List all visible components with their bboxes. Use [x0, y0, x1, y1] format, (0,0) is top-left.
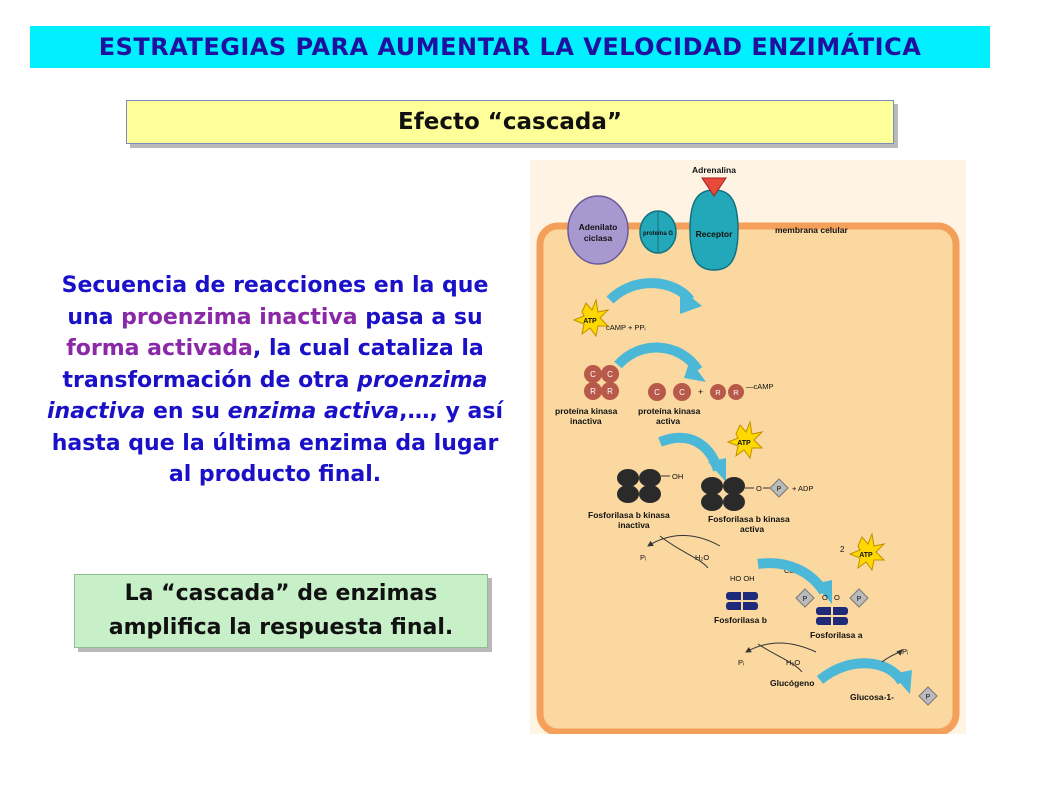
svg-text:P: P	[803, 596, 808, 603]
adrenalina-label: Adrenalina	[692, 165, 736, 175]
pk-activa: C C	[648, 383, 691, 401]
fbk-activa-label-1: Fosforilasa b kinasa	[708, 514, 790, 524]
adenilato-label-2: ciclasa	[584, 233, 613, 243]
svg-text:C: C	[607, 370, 613, 379]
glucogeno-label: Glucógeno	[770, 678, 814, 688]
two-label: 2	[840, 545, 845, 554]
desc-proenzima-inactiva-2: proenzima inactiva	[46, 367, 488, 425]
glucosa-label: Glucosa-1-	[850, 692, 894, 702]
pk-activa-label-2: activa	[656, 416, 680, 426]
fbk-inactiva	[617, 469, 661, 503]
svg-text:R: R	[607, 387, 613, 396]
svg-text:C: C	[590, 370, 596, 379]
atp-star-1	[572, 298, 610, 338]
fosforilasa-a	[816, 607, 848, 625]
receptor	[689, 189, 739, 271]
water-arc-1	[659, 535, 709, 569]
subtitle-box: Efecto “cascada”	[126, 100, 894, 144]
cell-membrane	[536, 222, 960, 734]
conclusion-box: La “cascada” de enzimas amplifica la res…	[74, 574, 488, 648]
dephosphorylation-arrow-1	[647, 535, 721, 547]
desc-part-2: pasa a su	[357, 304, 483, 330]
fbk-activa	[701, 477, 745, 511]
subtitle-text: Efecto “cascada”	[398, 109, 622, 135]
pi-label-1: Pᵢ	[640, 553, 646, 562]
h2o-label-2: H₂O	[786, 658, 800, 667]
atp-label-3: ATP	[859, 552, 873, 559]
fbk-inactiva-label-2: inactiva	[618, 520, 650, 530]
pi-label-2: Pᵢ	[738, 658, 744, 667]
water-arc-2	[757, 643, 803, 673]
svg-text:R: R	[590, 387, 596, 396]
cascade-diagram: Adenilato ciclasa proteína G Receptor Ad…	[530, 160, 966, 734]
camp-bound-label: —cAMP	[746, 382, 774, 391]
ho-oh-label: HO OH	[730, 574, 755, 583]
phosphate-2	[795, 588, 815, 608]
regulatory-subunits: R R	[710, 384, 744, 400]
svg-text:P: P	[857, 596, 862, 603]
atp-label-1: ATP	[583, 318, 597, 325]
atp-star-2	[726, 420, 764, 460]
pk-inactiva-label-1: proteína kinasa	[555, 406, 618, 416]
o-label-1: O	[756, 484, 762, 493]
plus-sign: +	[698, 387, 703, 397]
fosforilasa-b	[726, 592, 758, 610]
atp-label-2: ATP	[737, 440, 751, 447]
fosforilasa-a-label: Fosforilasa a	[810, 630, 863, 640]
adenilato-label-1: Adenilato	[579, 222, 618, 232]
svg-text:P: P	[926, 694, 931, 701]
phosphate-3	[849, 588, 869, 608]
pk-inactiva-label-2: inactiva	[570, 416, 602, 426]
membrana-label: membrana celular	[775, 225, 848, 235]
receptor-label: Receptor	[696, 229, 734, 239]
dephosphorylation-arrow-2	[745, 642, 817, 653]
desc-part-1: Secuencia de reacciones en la que una	[61, 273, 489, 330]
o-label-3: O	[834, 593, 840, 602]
svg-text:R: R	[733, 388, 739, 397]
desc-proenzima-inactiva: proenzima inactiva	[121, 304, 358, 330]
desc-part-4: en su	[145, 399, 228, 424]
arrow-step-2	[614, 342, 703, 373]
desc-forma-activada: forma activada	[66, 336, 253, 361]
pk-inactiva: C C R R	[584, 365, 619, 400]
svg-text:C: C	[654, 388, 660, 397]
conclusion-line-1: La “cascada” de enzimas	[124, 581, 438, 606]
pi-input-arrow	[881, 649, 903, 663]
phosphate-4	[918, 686, 938, 706]
desc-enzima-activa: enzima activa	[227, 399, 400, 424]
h2o-label-1: H₂O	[695, 553, 709, 562]
svg-text:C: C	[679, 388, 685, 397]
fbk-activa-label-2: activa	[740, 524, 764, 534]
slide-title: ESTRATEGIAS PARA AUMENTAR LA VELOCIDAD E…	[30, 26, 990, 68]
pi-label-3: Pᵢ	[902, 647, 908, 656]
proteina-g-label: proteína G	[643, 231, 673, 237]
adrenalina-triangle	[701, 177, 727, 197]
pk-activa-label-1: proteína kinasa	[638, 406, 701, 416]
desc-part-3: , la cual cataliza la transformación de …	[62, 336, 484, 393]
svg-text:R: R	[715, 388, 721, 397]
svg-text:P: P	[777, 486, 782, 493]
phosphate-1	[769, 478, 789, 498]
adenilato-ciclasa	[567, 195, 629, 265]
fosforilasa-b-label: Fosforilasa b	[714, 615, 767, 625]
fbk-inactiva-label-1: Fosforilasa b kinasa	[588, 510, 670, 520]
camp-ppi-label: cAMP + PPᵢ	[606, 323, 646, 332]
plus-adp-label: + ADP	[792, 484, 813, 493]
oh-label: OH	[672, 472, 683, 481]
conclusion-line-2: amplifica la respuesta final.	[108, 615, 454, 640]
atp-star-3	[848, 532, 886, 572]
desc-part-5: ,…, y así hasta que la última enzima da …	[51, 399, 504, 487]
description-text: Secuencia de reacciones en la que una pr…	[40, 270, 510, 491]
o-label-2: O	[822, 593, 828, 602]
